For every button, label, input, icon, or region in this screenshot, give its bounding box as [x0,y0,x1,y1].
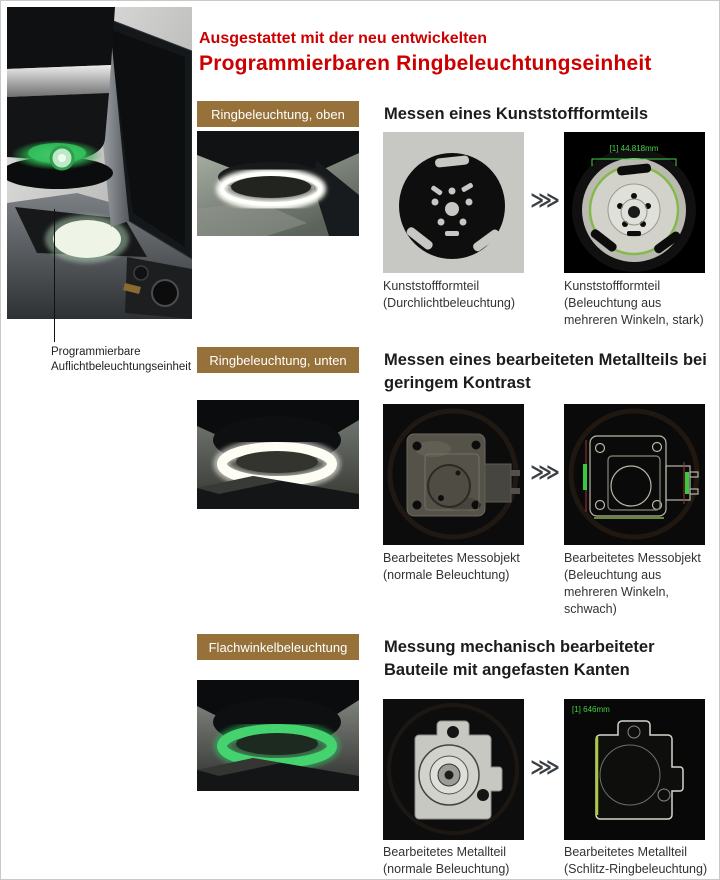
caption-metal-before: Bearbeitetes Messobjekt (normale Beleuch… [383,551,520,582]
sample-image-metal-before [383,404,524,545]
section-3-heading: Messung mechanisch bearbeiteter Bauteile… [384,638,655,679]
caption-plastic-before: Kunststoffformteil (Durchlichtbeleuchtun… [383,279,516,310]
sample-image-metal-after [564,404,705,545]
callout-line [54,209,55,342]
device-photo [7,7,192,319]
device-callout-label: Programmierbare Auflichtbeleuchtungseinh… [51,346,192,373]
caption-metal-after: Bearbeitetes Messobjekt (Beleuchtung aus… [564,551,701,616]
sample-image-machined-after: [1] 646mm [564,699,705,840]
measurement-system-photo [7,7,192,319]
section-1-heading: Messen eines Kunststoffformteils [384,105,649,123]
measurement-annotation: [1] 646mm [572,705,610,714]
header-line-1: Ausgestattet mit der neu entwickelten [199,30,488,47]
page-header: Ausgestattet mit der neu entwickelten Pr… [199,28,714,78]
ring-light-photo-top [197,131,359,236]
caption-plastic-after: Kunststoffformteil (Beleuchtung aus mehr… [564,279,704,327]
ring-light-photo-low-angle [197,680,359,791]
double-chevron-right-icon: ⋙ [530,189,560,212]
sample-image-plastic-before [383,132,524,273]
badge-ringbeleuchtung-oben: Ringbeleuchtung, oben [197,101,359,127]
ring-light-photo-bottom [197,400,359,509]
sample-image-machined-before [383,699,524,840]
badge-ringbeleuchtung-unten: Ringbeleuchtung, unten [197,347,359,373]
caption-machined-after: Bearbeitetes Metallteil (Schlitz-Ringbel… [564,845,708,876]
measurement-annotation: [1] 44.818mm [610,144,659,153]
double-chevron-right-icon: ⋙ [530,461,560,484]
section-2-heading: Messen eines bearbeiteten Metallteils be… [384,351,707,392]
header-line-2: Programmierbaren Ringbeleuchtungseinheit [199,52,652,75]
badge-flachwinkelbeleuchtung: Flachwinkelbeleuchtung [197,634,359,660]
double-chevron-right-icon: ⋙ [530,756,560,779]
caption-machined-before: Bearbeitetes Metallteil (normale Beleuch… [383,845,510,876]
sample-image-plastic-after: [1] 44.818mm [564,132,705,273]
